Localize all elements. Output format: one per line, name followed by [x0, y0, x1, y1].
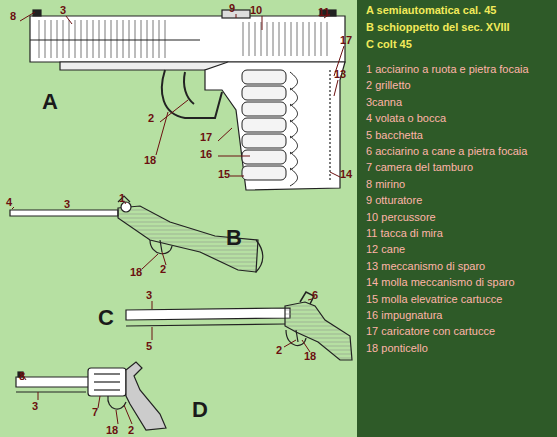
figure-letter: A	[42, 90, 58, 114]
callout-number: 11	[318, 6, 330, 18]
musket-c	[126, 292, 352, 360]
key-entry: 8 mirino	[366, 178, 405, 190]
key-entry: 1 acciarino a ruota e pietra focaia	[366, 63, 529, 75]
callout-number: 18	[304, 350, 316, 362]
magazine-spring	[290, 88, 298, 106]
callout-number: 8	[10, 10, 16, 22]
key-entry: 10 percussore	[366, 211, 436, 223]
key-entry: 5 bacchetta	[366, 129, 423, 141]
callout-number: 2	[128, 424, 134, 436]
key-entry: C colt 45	[366, 38, 412, 50]
key-entry: 18 ponticello	[366, 342, 428, 354]
callout-number: 17	[340, 34, 352, 46]
figure-letter: C	[98, 306, 114, 330]
callout-number: 13	[334, 68, 346, 80]
cartridge	[242, 86, 286, 100]
callout-number: 16	[200, 148, 212, 160]
magazine-spring	[290, 152, 298, 170]
callout-number: 18	[130, 266, 142, 278]
cartridge	[242, 118, 286, 132]
callout-number: 9	[229, 2, 235, 14]
figure-letter: D	[192, 398, 208, 422]
key-entry: 2 grilletto	[366, 79, 411, 91]
callout-number: 4	[6, 196, 12, 208]
cartridge	[242, 102, 286, 116]
callout-number: 3	[60, 4, 66, 16]
key-entry: 12 cane	[366, 243, 405, 255]
pistol-a	[30, 10, 345, 190]
leader-lines	[12, 12, 344, 424]
key-entry: 4 volata o bocca	[366, 112, 446, 124]
key-entry: 14 molla meccanismo di sparo	[366, 276, 515, 288]
key-entry: 17 caricatore con cartucce	[366, 325, 495, 337]
key-entry: A semiautomatica cal. 45	[366, 4, 496, 16]
callout-number: 2	[276, 344, 282, 356]
callout-number: 7	[92, 406, 98, 418]
revolver-d	[16, 362, 166, 430]
callout-number: 10	[250, 4, 262, 16]
musket-b	[10, 196, 263, 272]
magazine-spring	[290, 168, 298, 186]
callout-number: 5	[146, 340, 152, 352]
cartridge	[242, 134, 286, 148]
magazine-spring	[290, 104, 298, 122]
callout-number: 15	[218, 168, 230, 180]
figure-letter: B	[226, 226, 242, 250]
callout-number: 17	[200, 131, 212, 143]
callout-number: 3	[64, 198, 70, 210]
key-entry: 15 molla elevatrice cartucce	[366, 293, 502, 305]
callout-number: 14	[340, 168, 352, 180]
key-entry: 11 tacca di mira	[366, 227, 443, 239]
callout-number: 18	[106, 424, 118, 436]
key-entry: 16 impugnatura	[366, 309, 442, 321]
callout-number: 3	[146, 289, 152, 301]
magazine-cartridges	[242, 70, 298, 186]
magazine-spring	[290, 120, 298, 138]
callout-number: 2	[160, 263, 166, 275]
key-entry: 7 camera del tamburo	[366, 161, 473, 173]
magazine-spring	[290, 136, 298, 154]
cartridge	[242, 150, 286, 164]
key-entry: 13 meccanismo di sparo	[366, 260, 485, 272]
key-entry: B schioppetto del sec. XVIII	[366, 21, 510, 33]
callout-number: 18	[144, 154, 156, 166]
callout-number: 2	[148, 112, 154, 124]
cartridge	[242, 166, 286, 180]
callout-number: 6	[312, 289, 318, 301]
key-panel	[357, 0, 557, 437]
callout-number: 8	[19, 370, 25, 382]
magazine-spring	[290, 72, 298, 90]
callout-number: 3	[32, 400, 38, 412]
key-entry: 9 otturatore	[366, 194, 422, 206]
key-entry: 3canna	[366, 96, 402, 108]
callout-number: 1	[119, 192, 125, 204]
key-entry: 6 acciarino a cane a pietra focaia	[366, 145, 527, 157]
cartridge	[242, 70, 286, 84]
